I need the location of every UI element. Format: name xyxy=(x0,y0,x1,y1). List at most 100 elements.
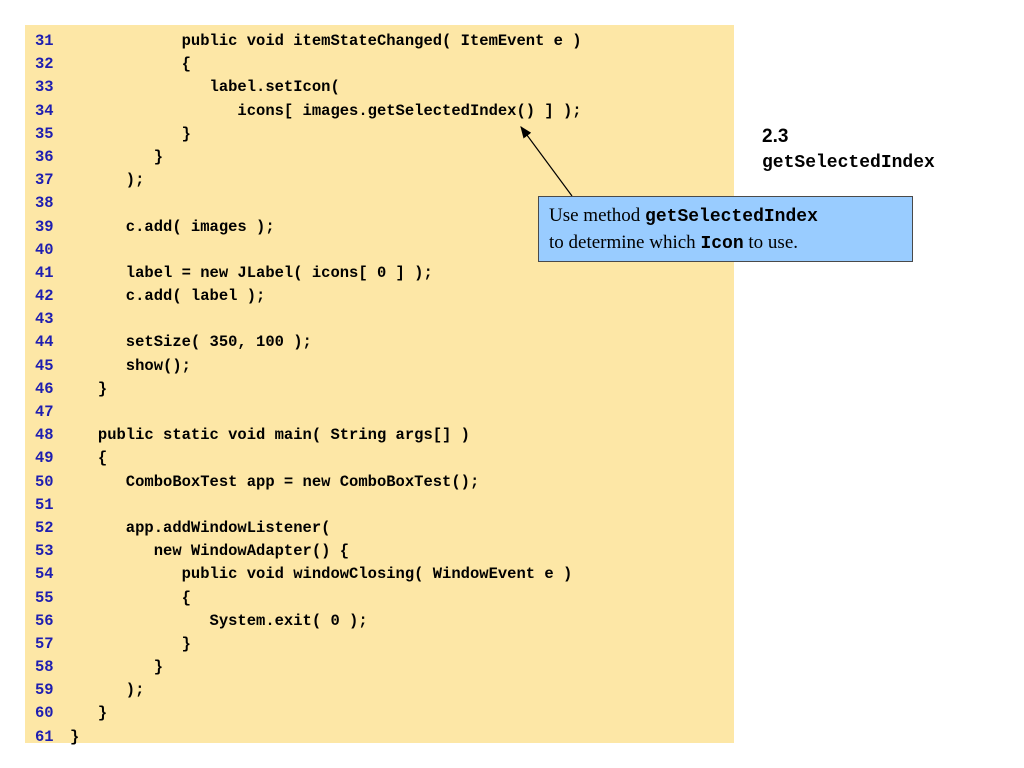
code-line: 50 ComboBoxTest app = new ComboBoxTest()… xyxy=(25,471,734,494)
code-line: 41 label = new JLabel( icons[ 0 ] ); xyxy=(25,262,734,285)
code-line: 56 System.exit( 0 ); xyxy=(25,610,734,633)
code-line: 54 public void windowClosing( WindowEven… xyxy=(25,563,734,586)
callout-line-1: Use method getSelectedIndex xyxy=(549,203,902,230)
line-number: 54 xyxy=(35,565,54,584)
code-line: 58 } xyxy=(25,656,734,679)
code-text: System.exit( 0 ); xyxy=(70,611,368,630)
line-number: 57 xyxy=(35,634,54,653)
code-line: 42 c.add( label ); xyxy=(25,285,734,308)
callout-box: Use method getSelectedIndex to determine… xyxy=(538,196,913,262)
code-text: label = new JLabel( icons[ 0 ] ); xyxy=(70,263,433,282)
section-number: 2.3 xyxy=(762,126,789,147)
callout-prefix: Use method xyxy=(549,205,646,226)
code-text: app.addWindowListener( xyxy=(70,518,331,537)
line-number: 56 xyxy=(35,611,54,630)
code-text: } xyxy=(70,124,191,143)
code-line: 32 { xyxy=(25,53,734,76)
code-line: 38 xyxy=(25,192,734,215)
line-number: 49 xyxy=(35,449,54,468)
code-line: 49 { xyxy=(25,447,734,470)
code-text: ComboBoxTest app = new ComboBoxTest(); xyxy=(70,472,480,491)
code-text: c.add( label ); xyxy=(70,287,266,306)
code-text: } xyxy=(70,379,108,398)
code-text: ); xyxy=(70,171,145,190)
line-number: 37 xyxy=(35,171,54,190)
section-title: getSelectedIndex xyxy=(762,153,935,173)
code-text: { xyxy=(70,588,191,607)
line-number: 42 xyxy=(35,287,54,306)
code-text: } xyxy=(70,704,108,723)
code-line: 48 public static void main( String args[… xyxy=(25,424,734,447)
code-line: 59 ); xyxy=(25,679,734,702)
code-line: 60 } xyxy=(25,702,734,725)
line-number: 32 xyxy=(35,55,54,74)
code-text: icons[ images.getSelectedIndex() ] ); xyxy=(70,101,582,120)
line-number: 46 xyxy=(35,379,54,398)
code-line: 47 xyxy=(25,401,734,424)
line-number: 45 xyxy=(35,356,54,375)
code-text: public void itemStateChanged( ItemEvent … xyxy=(70,32,582,50)
line-number: 44 xyxy=(35,333,54,352)
code-line: 35 } xyxy=(25,123,734,146)
line-number: 43 xyxy=(35,310,54,329)
code-line: 31 public void itemStateChanged( ItemEve… xyxy=(25,30,734,53)
code-listing-panel: 31 public void itemStateChanged( ItemEve… xyxy=(25,25,734,746)
code-line: 36 } xyxy=(25,146,734,169)
line-number: 60 xyxy=(35,704,54,723)
code-line: 51 xyxy=(25,494,734,517)
code-line: 52 app.addWindowListener( xyxy=(25,517,734,540)
line-number: 38 xyxy=(35,194,54,213)
code-text: show(); xyxy=(70,356,191,375)
line-number: 40 xyxy=(35,240,54,259)
code-lines: 31 public void itemStateChanged( ItemEve… xyxy=(25,30,734,749)
line-number: 59 xyxy=(35,681,54,700)
line-number: 33 xyxy=(35,78,54,97)
callout-type: Icon xyxy=(700,234,744,254)
line-number: 61 xyxy=(35,727,54,746)
callout-line-2: to determine which Icon to use. xyxy=(549,230,902,257)
code-line: 46 } xyxy=(25,378,734,401)
code-line: 45 show(); xyxy=(25,355,734,378)
callout-method: getSelectedIndex xyxy=(645,207,818,227)
code-text: ); xyxy=(70,681,145,700)
code-text: label.setIcon( xyxy=(70,78,340,97)
line-number: 47 xyxy=(35,403,54,421)
callout-suffix: to use. xyxy=(743,232,799,253)
code-text: } xyxy=(70,658,164,677)
code-line: 53 new WindowAdapter() { xyxy=(25,540,734,563)
code-text: new WindowAdapter() { xyxy=(70,542,350,561)
code-line: 39 c.add( images ); xyxy=(25,216,734,239)
line-number: 52 xyxy=(35,518,54,537)
code-line: 43 xyxy=(25,308,734,331)
code-text: setSize( 350, 100 ); xyxy=(70,333,312,352)
code-line: 57 } xyxy=(25,633,734,656)
code-text: } xyxy=(70,727,80,746)
line-number: 35 xyxy=(35,124,54,143)
code-text: { xyxy=(70,449,108,468)
code-line: 44 setSize( 350, 100 ); xyxy=(25,331,734,354)
code-text: } xyxy=(70,147,164,166)
line-number: 48 xyxy=(35,426,54,445)
line-number: 55 xyxy=(35,588,54,607)
line-number: 31 xyxy=(35,32,54,50)
line-number: 34 xyxy=(35,101,54,120)
line-number: 53 xyxy=(35,542,54,561)
code-text: public void windowClosing( WindowEvent e… xyxy=(70,565,573,584)
callout-middle: to determine which xyxy=(549,232,701,253)
line-number: 51 xyxy=(35,495,54,514)
code-text: } xyxy=(70,634,191,653)
line-number: 41 xyxy=(35,263,54,282)
line-number: 58 xyxy=(35,658,54,677)
line-number: 50 xyxy=(35,472,54,491)
code-text: c.add( images ); xyxy=(70,217,275,236)
line-number: 36 xyxy=(35,147,54,166)
code-text: public static void main( String args[] ) xyxy=(70,426,470,445)
line-number: 39 xyxy=(35,217,54,236)
code-text: { xyxy=(70,55,191,74)
code-line: 55 { xyxy=(25,587,734,610)
code-line: 37 ); xyxy=(25,169,734,192)
code-line: 34 icons[ images.getSelectedIndex() ] ); xyxy=(25,100,734,123)
code-line: 61} xyxy=(25,726,734,749)
code-line: 40 xyxy=(25,239,734,262)
code-line: 33 label.setIcon( xyxy=(25,76,734,99)
